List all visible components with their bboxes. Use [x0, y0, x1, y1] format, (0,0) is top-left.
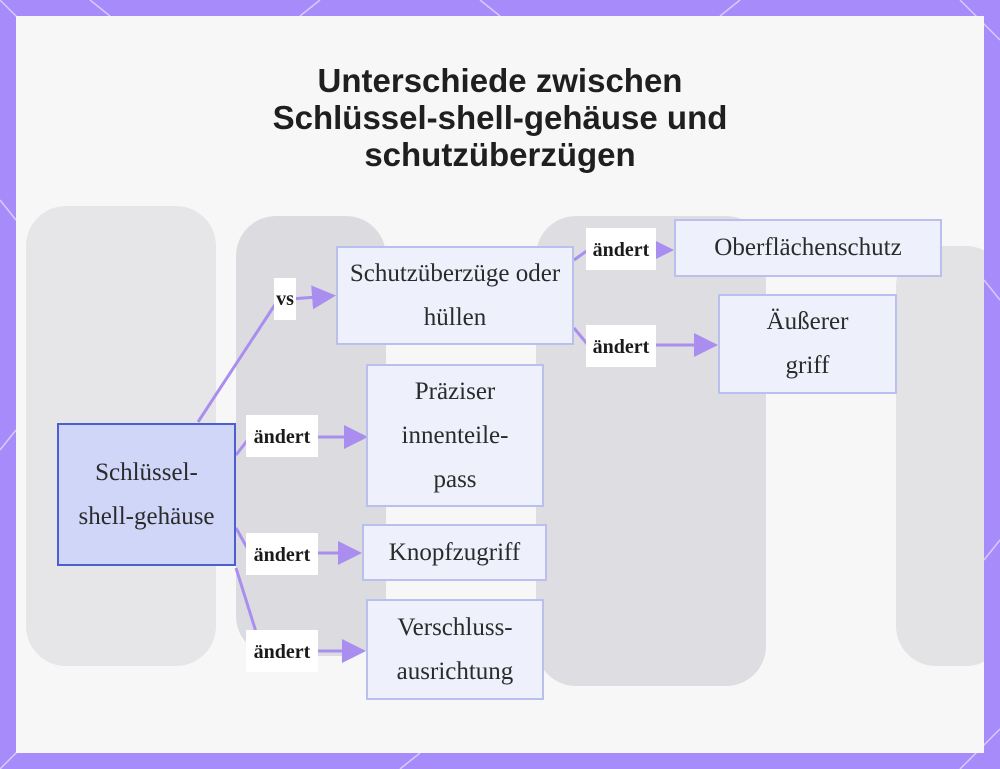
node-outer-grip: Äußerer griff	[718, 294, 897, 394]
edge-label-surface: ändert	[586, 228, 656, 270]
node-key-shell-housing: Schlüssel-shell-gehäuse	[57, 423, 236, 566]
title-line-1: Unterschiede zwischen	[317, 62, 683, 99]
title-line-3: schutzüberzügen	[364, 136, 636, 173]
edge-label-closure: ändert	[246, 630, 318, 672]
node-button-access: Knopfzugriff	[362, 524, 547, 581]
node-protective-covers: Schutzüberzüge oder hüllen	[336, 246, 574, 345]
node-surface-protection: Oberflächenschutz	[674, 219, 942, 277]
node-precise-fit: Präziser innenteile-pass	[366, 364, 544, 507]
diagram-title: Unterschiede zwischen Schlüssel-shell-ge…	[0, 62, 1000, 173]
edge-label-fit: ändert	[246, 415, 318, 457]
background-keyfob-4	[896, 246, 984, 666]
edge-label-grip: ändert	[586, 325, 656, 367]
edge-label-vs: vs	[274, 278, 296, 320]
title-line-2: Schlüssel-shell-gehäuse und	[272, 99, 728, 136]
node-closure-alignment: Verschluss-ausrichtung	[366, 599, 544, 700]
edge-label-button: ändert	[246, 533, 318, 575]
edge-root-covers	[196, 285, 336, 423]
